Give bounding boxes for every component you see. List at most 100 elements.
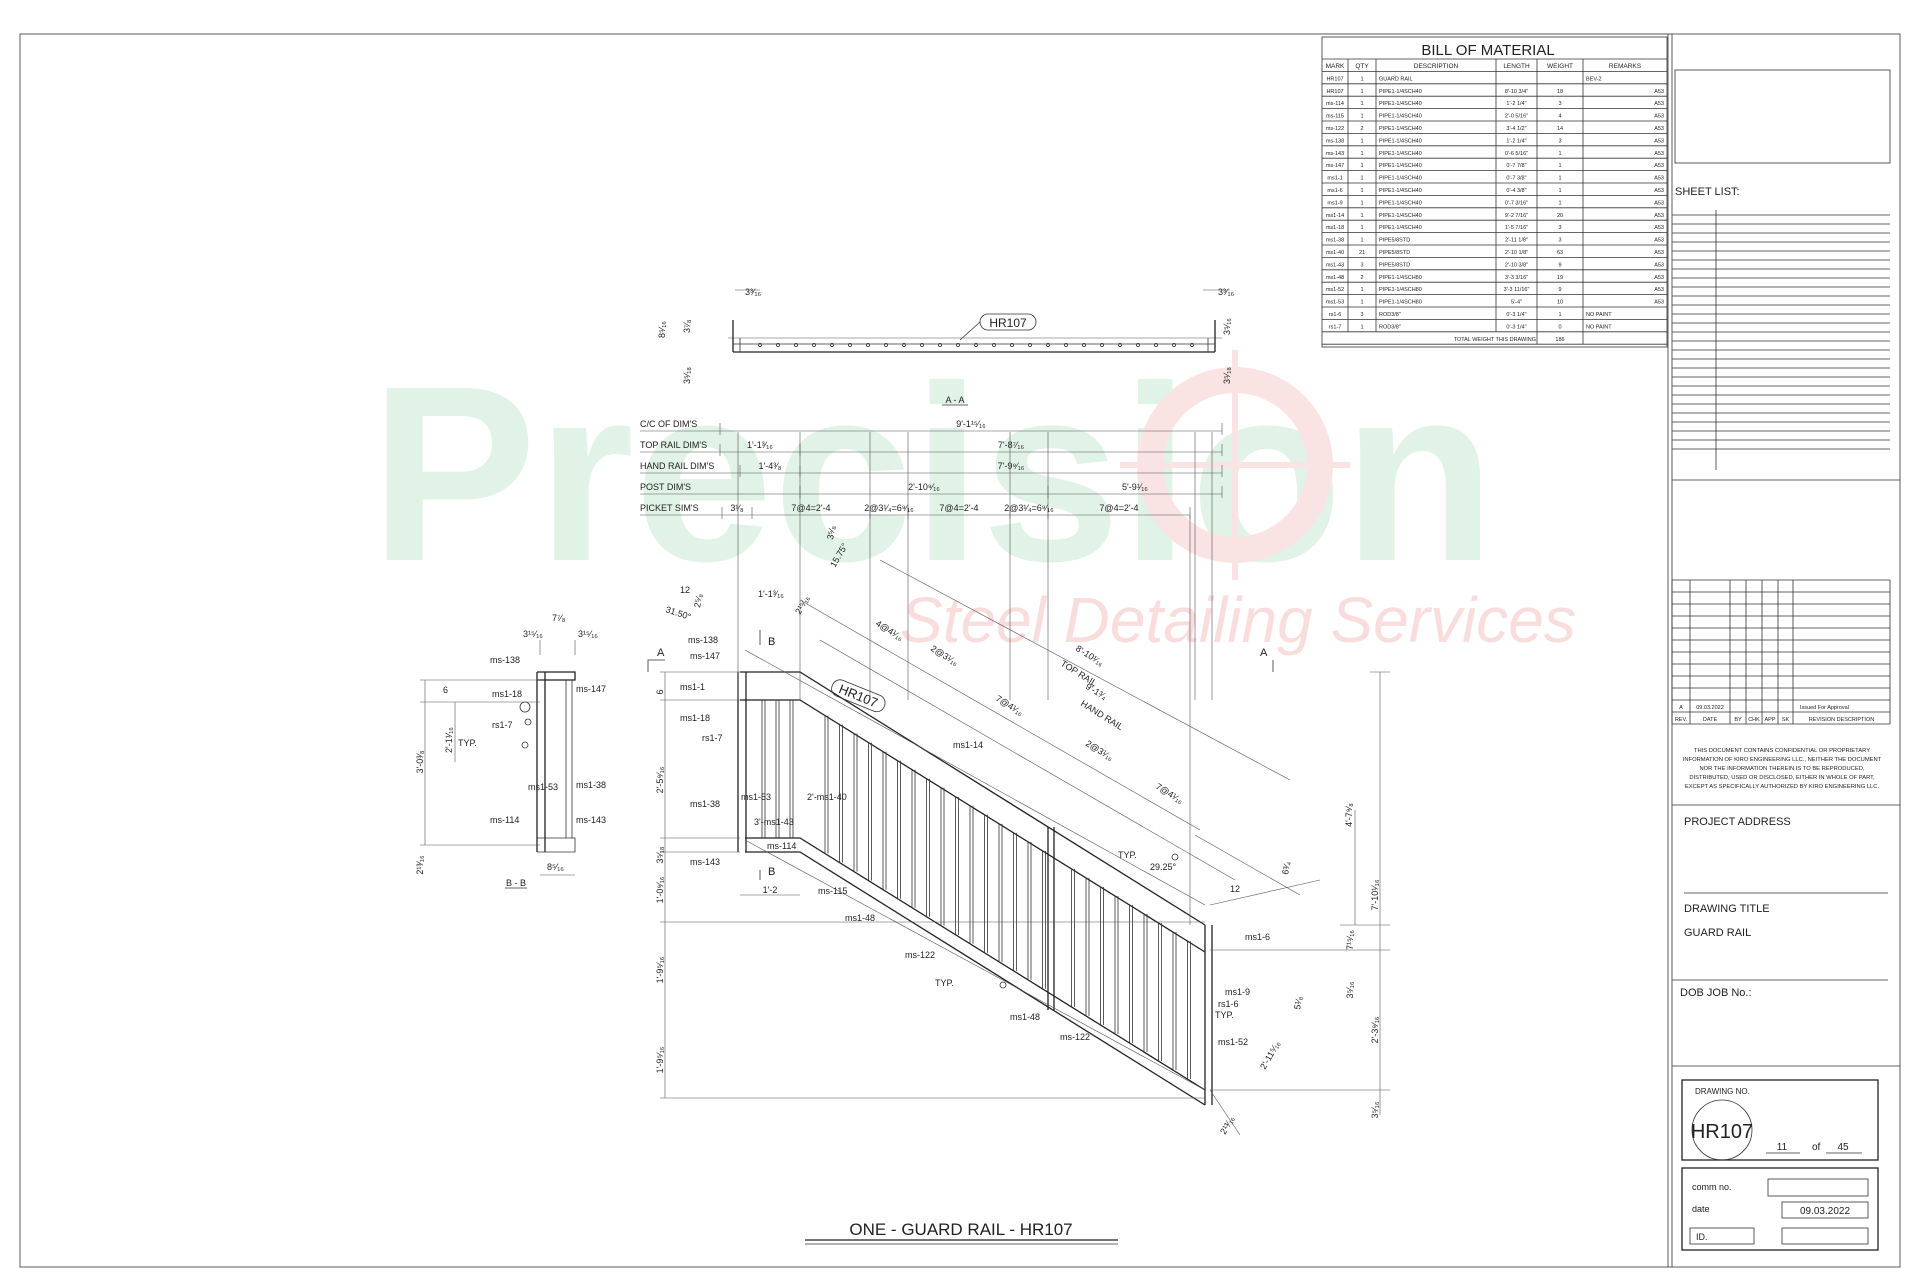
bom-cell: 5'-4" [1511, 300, 1522, 306]
bom-cell: 1 [1360, 114, 1363, 120]
bom-cell: 1 [1360, 300, 1363, 306]
bb-mark: ms1-18 [492, 689, 522, 699]
bom-cell: 1 [1558, 176, 1561, 182]
dim-row-value: 2@3¹⁄₄=6⁹⁄₁₆ [1004, 503, 1054, 513]
bom-cell: A53 [1654, 176, 1664, 182]
pickets [761, 700, 1191, 1080]
dim-row-label: C/C OF DIM'S [640, 419, 697, 429]
bom-cell: A53 [1654, 151, 1664, 157]
bom-cell: ms-122 [1326, 126, 1344, 132]
bom-cell: PIPE1-1/4SCH80 [1379, 287, 1422, 293]
bom-cell: A53 [1654, 163, 1664, 169]
left-dim: 3⁵⁄₁₈ [655, 846, 665, 863]
elevation-mark: ms1-48 [1010, 1012, 1040, 1022]
bom-total-label: TOTAL WEIGHT THIS DRAWING [1454, 337, 1536, 343]
elevation-note: 2@3¹⁄₁₆ [1084, 738, 1115, 763]
dim-row-value: 3¹⁄₈ [730, 503, 744, 513]
bom-cell: PIPE1-1/4SCH40 [1379, 163, 1422, 169]
watermark-target-icon [1137, 367, 1333, 563]
date-value: 09.03.2022 [1800, 1206, 1850, 1217]
dim-row-label: POST DIM'S [640, 482, 691, 492]
bom-cell: PIPE5/8STD [1379, 238, 1410, 244]
id-extra-field [1781, 1227, 1869, 1245]
elevation-note: HAND RAIL [1079, 698, 1125, 732]
right-dim: 2'-3⁹⁄₁₆ [1370, 1016, 1380, 1043]
elevation-mark: ms-138 [688, 635, 718, 645]
date-field [1781, 1201, 1869, 1219]
bom-cell: 1 [1360, 176, 1363, 182]
bom-cell: PIPE1-1/4SCH40 [1379, 200, 1422, 206]
right-dim: 7'-10¹⁄₁₆ [1370, 879, 1380, 910]
bom-cell: 1 [1360, 138, 1363, 144]
bom-cell: 3'-3 11/16" [1504, 287, 1530, 293]
elevation-note: 3⁵⁄₈ [825, 525, 837, 541]
revision-description: Issued For Approval [1800, 705, 1849, 711]
bom-cell: 14 [1557, 126, 1563, 132]
logo-box [1674, 69, 1891, 164]
bom-cell: 1 [1360, 76, 1363, 82]
dim-row-value: 1'-4³⁄₈ [759, 461, 782, 471]
bom-cell: HR107 [1326, 89, 1343, 95]
elevation-mark: TYP. [1215, 1010, 1234, 1020]
project-address-label: PROJECT ADDRESS [1684, 816, 1791, 828]
bb-mark: ms-143 [576, 815, 606, 825]
bom-cell: NO PAINT [1586, 324, 1612, 330]
bom-cell: PIPE1-1/4SCH40 [1379, 188, 1422, 194]
sheet-total: 45 [1837, 1142, 1849, 1153]
elevation-note: 29.25° [1150, 862, 1177, 872]
bb-dim-h: 2'-1¹⁄₁₆ [444, 727, 454, 753]
revision-header: REV. [1675, 717, 1688, 723]
revision-header: DATE [1703, 717, 1718, 723]
bom-cell: 0 [1558, 324, 1561, 330]
bom-cell: ms-143 [1326, 151, 1344, 157]
bom-cell: ms1-48 [1326, 275, 1344, 281]
elevation-note: 7@4¹⁄₁₆ [1154, 781, 1185, 806]
bom-cell: 2'-10 3/8" [1505, 262, 1528, 268]
bom-cell: 3 [1558, 138, 1561, 144]
elevation-note: 9'-1³⁄₄ [1084, 681, 1109, 702]
section-letter: A [1260, 647, 1268, 659]
bom-cell: 1 [1360, 200, 1363, 206]
bom-cell: PIPE1-1/4SCH40 [1379, 138, 1422, 144]
watermark-tagline: Steel Detailing Services [900, 584, 1576, 656]
bom-cell: 2'-0 5/16" [1505, 114, 1528, 120]
bb-dim-base: 8⁵⁄₁₆ [547, 862, 564, 872]
drawing-title-label: DRAWING TITLE [1684, 903, 1770, 915]
bom-cell: rs1-6 [1329, 312, 1342, 318]
date-label: date [1692, 1204, 1710, 1214]
elevation-tag-bubble [831, 679, 886, 713]
dim-row-value: 1'-1³⁄₁₆ [747, 440, 773, 450]
bom-cell: A53 [1654, 126, 1664, 132]
comm-no-field [1767, 1178, 1869, 1197]
bom-cell: PIPE1-1/4SCH40 [1379, 114, 1422, 120]
elevation-mark: ms1-6 [1245, 932, 1270, 942]
aa-dim-left-h1: 8⁵⁄₁₆ [657, 321, 667, 338]
bom-cell: 1 [1360, 101, 1363, 107]
elevation-mark: ms1-18 [680, 713, 710, 723]
bom-cell: A53 [1654, 114, 1664, 120]
bom-cell: A53 [1654, 300, 1664, 306]
bom-cell: 20 [1557, 213, 1563, 219]
dim-row-value: 7'-9⁹⁄₁₆ [998, 461, 1025, 471]
bom-cell: HR107 [1326, 76, 1343, 82]
bb-dim-6: 6 [443, 685, 448, 695]
bom-cell: 3'-3 3/16" [1505, 275, 1528, 281]
dim-row-value: 5'-9¹⁄₁₆ [1122, 482, 1148, 492]
sheet-number: 11 [1777, 1142, 1788, 1153]
bom-cell: 2 [1360, 275, 1363, 281]
bom-cell: 19 [1557, 275, 1563, 281]
left-dim: 2'-5⁹⁄₁₆ [655, 766, 665, 793]
elevation-mark: ms-143 [690, 857, 720, 867]
bom-cell: ms-115 [1326, 114, 1344, 120]
middle-post [1047, 827, 1055, 1010]
bom-cell: A53 [1654, 250, 1664, 256]
slope-dim: 2'-11⁵⁄₁₆ [1258, 1039, 1282, 1071]
elevation-mark: ms-122 [1060, 1032, 1090, 1042]
bom-cell: A53 [1654, 213, 1664, 219]
elevation-note: 1'-1³⁄₁₆ [758, 589, 784, 599]
elevation-mark: ms1-9 [1225, 987, 1250, 997]
bom-cell: 0'-3 1/4" [1506, 324, 1526, 330]
